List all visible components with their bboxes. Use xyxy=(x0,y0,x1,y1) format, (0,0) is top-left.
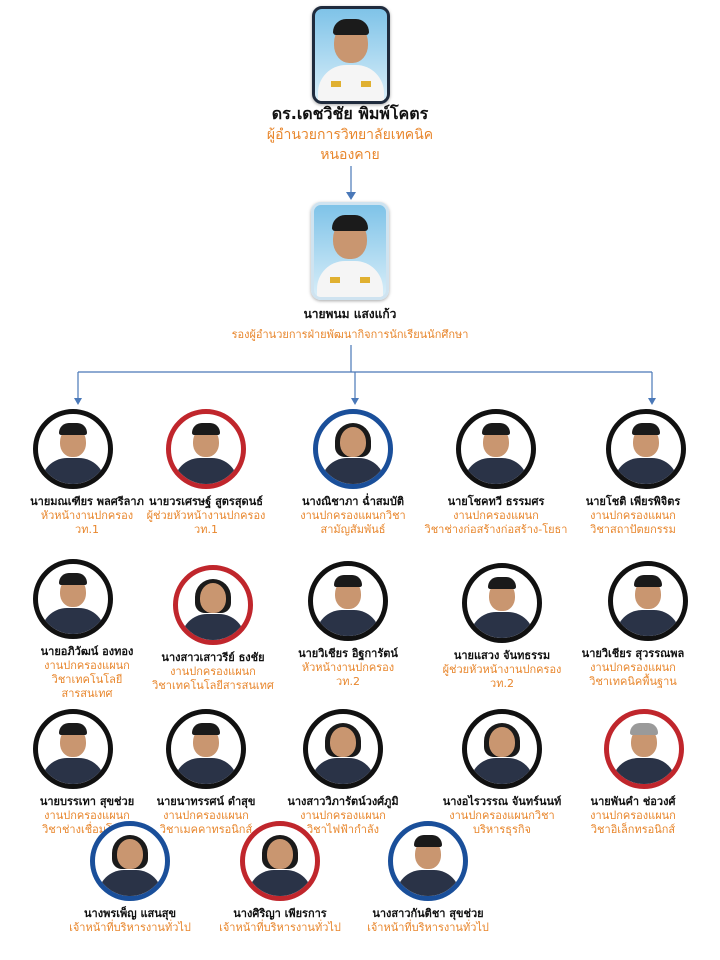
staff-role: งานปกครองแผนก xyxy=(170,665,256,678)
staff-card: นางศิริญา เพียรการเจ้าหน้าที่บริหารงานทั… xyxy=(195,907,365,935)
staff-role: หัวหน้างานปกครอง xyxy=(40,509,134,522)
staff-card: นายพันคำ ช่อวงศ์งานปกครองแผนกวิชาอิเล็กท… xyxy=(548,795,718,837)
staff-name: นายมณเฑียร พลศรีลาภ xyxy=(30,495,144,508)
staff-photo xyxy=(462,563,542,643)
staff-role: งานปกครองแผนก xyxy=(453,509,539,522)
staff-name: นางสาววิภารัตน์วงศ์ภูมิ xyxy=(287,795,399,808)
staff-role: วท.1 xyxy=(194,523,218,536)
staff-photo xyxy=(456,409,536,489)
staff-card: นายอภิวัฒน์ องทองงานปกครองแผนกวิชาเทคโนโ… xyxy=(2,645,172,701)
staff-role: งานปกครองแผนก xyxy=(590,661,676,674)
staff-card: นายมณเฑียร พลศรีลาภหัวหน้างานปกครองวท.1 xyxy=(2,495,172,537)
staff-role: เจ้าหน้าที่บริหารงานทั่วไป xyxy=(69,921,191,934)
staff-card: นายวรเศรษฐ์ สูตรสุดนธ์ผู้ช่วยหัวหน้างานป… xyxy=(121,495,291,537)
staff-photo xyxy=(240,821,320,901)
staff-role: วิชาเทคโนโลยีสารสนเทศ xyxy=(152,679,274,692)
deputy-photo xyxy=(311,202,389,300)
staff-role: วท.2 xyxy=(336,675,360,688)
staff-card: นางสาวกันติชา สุขช่วยเจ้าหน้าที่บริหารงา… xyxy=(343,907,513,935)
director-photo xyxy=(312,6,390,104)
staff-role: หัวหน้างานปกครอง xyxy=(301,661,395,674)
staff-photo xyxy=(606,409,686,489)
staff-name: นายวิเชียร สุวรรณพล xyxy=(581,647,685,660)
staff-photo xyxy=(388,821,468,901)
staff-role: วิชาไฟฟ้ากำลัง xyxy=(306,823,380,836)
staff-role: งานปกครองแผนก xyxy=(163,809,249,822)
staff-name: นายวรเศรษฐ์ สูตรสุดนธ์ xyxy=(149,495,263,508)
deputy-title: รองผู้อำนวยการฝ่ายพัฒนากิจการนักเรียนนัก… xyxy=(231,328,469,341)
staff-role: วท.1 xyxy=(75,523,99,536)
staff-role: บริหารธุรกิจ xyxy=(473,823,531,836)
staff-role: วิชาเทคโนโลยี xyxy=(51,673,123,686)
staff-name: นายแสวง จันทธรรม xyxy=(453,649,551,662)
staff-name: นายพันคำ ช่อวงศ์ xyxy=(590,795,676,808)
staff-name: นางศิริญา เพียรการ xyxy=(233,907,327,920)
staff-name: นายอภิวัฒน์ องทอง xyxy=(40,645,134,658)
staff-name: นายโชติ เพียรพิจิตร xyxy=(585,495,681,508)
staff-photo xyxy=(604,709,684,789)
staff-card: นายวิเชียร อิฐการัตน์หัวหน้างานปกครองวท.… xyxy=(263,647,433,689)
staff-card: นางพรเพ็ญ แสนสุขเจ้าหน้าที่บริหารงานทั่ว… xyxy=(45,907,215,935)
staff-name: นางสาวกันติชา สุขช่วย xyxy=(372,907,484,920)
staff-role: งานปกครองแผนก xyxy=(44,659,130,672)
staff-role: ผู้ช่วยหัวหน้างานปกครอง xyxy=(146,509,266,522)
staff-photo xyxy=(313,409,393,489)
staff-photo xyxy=(166,409,246,489)
staff-card: นายนาทรรศน์ ดำสุขงานปกครองแผนกวิชาเมคคาท… xyxy=(121,795,291,837)
staff-photo xyxy=(33,709,113,789)
staff-role: สามัญสัมพันธ์ xyxy=(320,523,386,536)
staff-photo xyxy=(173,565,253,645)
staff-role: งานปกครองแผนก xyxy=(44,809,130,822)
staff-role: งานปกครองแผนก xyxy=(590,809,676,822)
staff-card: นายวิเชียร สุวรรณพลงานปกครองแผนกวิชาเทคน… xyxy=(548,647,718,689)
staff-photo xyxy=(90,821,170,901)
staff-name: นายวิเชียร อิฐการัตน์ xyxy=(298,647,398,660)
staff-role: งานปกครองแผนกวิชา xyxy=(300,509,406,522)
staff-name: นายบรรเทา สุขช่วย xyxy=(39,795,135,808)
staff-photo xyxy=(303,709,383,789)
staff-role: งานปกครองแผนก xyxy=(300,809,386,822)
staff-role: เจ้าหน้าที่บริหารงานทั่วไป xyxy=(367,921,489,934)
director-title-line2: หนองคาย xyxy=(320,147,380,163)
director-title-line1: ผู้อำนวยการวิทยาลัยเทคนิค xyxy=(266,127,434,143)
staff-role: เจ้าหน้าที่บริหารงานทั่วไป xyxy=(219,921,341,934)
staff-card: นางณิชาภา ฉ่ำสมบัติงานปกครองแผนกวิชาสามั… xyxy=(268,495,438,537)
staff-name: นางพรเพ็ญ แสนสุข xyxy=(84,907,176,920)
staff-role: วท.2 xyxy=(490,677,514,690)
staff-role: วิชาเทคนิคพื้นฐาน xyxy=(589,675,677,688)
staff-role: งานปกครองแผนกวิชา xyxy=(449,809,555,822)
staff-photo xyxy=(608,561,688,641)
staff-card: นายแสวง จันทธรรมผู้ช่วยหัวหน้างานปกครองว… xyxy=(417,649,587,691)
staff-role: ผู้ช่วยหัวหน้างานปกครอง xyxy=(442,663,562,676)
staff-card: นางสาววิภารัตน์วงศ์ภูมิงานปกครองแผนกวิชา… xyxy=(258,795,428,837)
staff-role: วิชาสถาปัตยกรรม xyxy=(590,523,676,536)
staff-card: นายโชคทวี ธรรมศรงานปกครองแผนกวิชาช่างก่อ… xyxy=(411,495,581,537)
staff-card: นางสาวเสาวรีย์ ธงชัยงานปกครองแผนกวิชาเทค… xyxy=(128,651,298,693)
staff-role: วิชาอิเล็กทรอนิกส์ xyxy=(590,823,676,836)
staff-photo xyxy=(33,559,113,639)
staff-name: นางสาวเสาวรีย์ ธงชัย xyxy=(161,651,265,664)
director-name: ดร.เดชวิชัย พิมพ์โคตร xyxy=(271,104,429,123)
staff-name: นายนาทรรศน์ ดำสุข xyxy=(156,795,256,808)
staff-photo xyxy=(462,709,542,789)
staff-name: นายโชคทวี ธรรมศร xyxy=(447,495,545,508)
staff-photo xyxy=(33,409,113,489)
deputy-name: นายพนม แสงแก้ว xyxy=(303,307,397,321)
staff-photo xyxy=(166,709,246,789)
staff-role: วิชาเมคคาทรอนิกส์ xyxy=(159,823,253,836)
staff-role: สารสนเทศ xyxy=(61,687,113,700)
staff-name: นางอไรวรรณ จันทร์นนท์ xyxy=(442,795,562,808)
staff-role: วิชาช่างก่อสร้างก่อสร้าง-โยธา xyxy=(424,523,568,536)
staff-role: งานปกครองแผนก xyxy=(590,509,676,522)
staff-card: นางอไรวรรณ จันทร์นนท์งานปกครองแผนกวิชาบร… xyxy=(417,795,587,837)
staff-card: นายโชติ เพียรพิจิตรงานปกครองแผนกวิชาสถาป… xyxy=(548,495,718,537)
staff-photo xyxy=(308,561,388,641)
staff-name: นางณิชาภา ฉ่ำสมบัติ xyxy=(302,495,404,508)
